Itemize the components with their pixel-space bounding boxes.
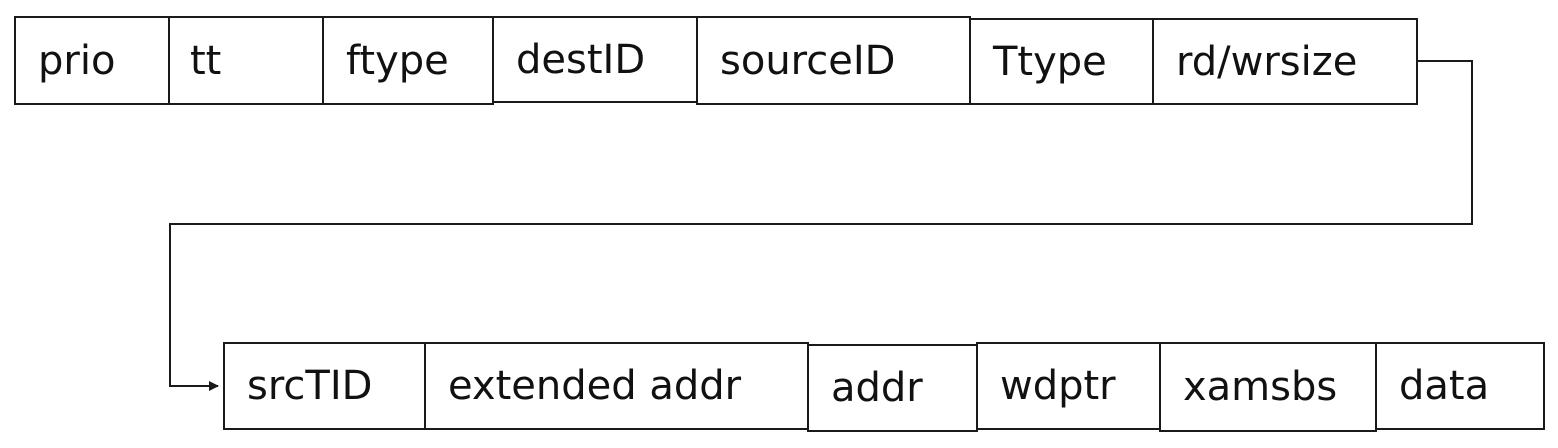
field-label: rd/wrsize [1176,38,1358,85]
field-label: ftype [346,37,449,84]
field-label: addr [831,365,923,411]
field-extended-addr: extended addr [424,342,809,430]
field-label: destID [516,36,646,83]
field-ftype: ftype [322,16,494,105]
field-prio: prio [14,16,170,105]
field-sourceid: sourceID [696,16,971,105]
field-label: xamsbs [1183,364,1338,410]
field-label: Ttype [993,38,1107,85]
field-label: extended addr [448,363,742,409]
field-label: tt [190,37,222,84]
field-label: srcTID [247,363,373,409]
field-xamsbs: xamsbs [1159,342,1377,432]
field-data: data [1375,342,1545,430]
field-label: data [1399,363,1490,409]
field-destid: destID [492,16,698,103]
field-tt: tt [168,16,324,105]
field-label: sourceID [720,37,896,84]
field-rd-wrsize: rd/wrsize [1152,18,1418,105]
field-addr: addr [807,344,978,432]
field-label: wdptr [1000,363,1116,409]
field-ttype: Ttype [969,18,1154,105]
field-label: prio [38,37,116,84]
field-wdptr: wdptr [976,342,1161,430]
field-srctid: srcTID [223,342,426,430]
